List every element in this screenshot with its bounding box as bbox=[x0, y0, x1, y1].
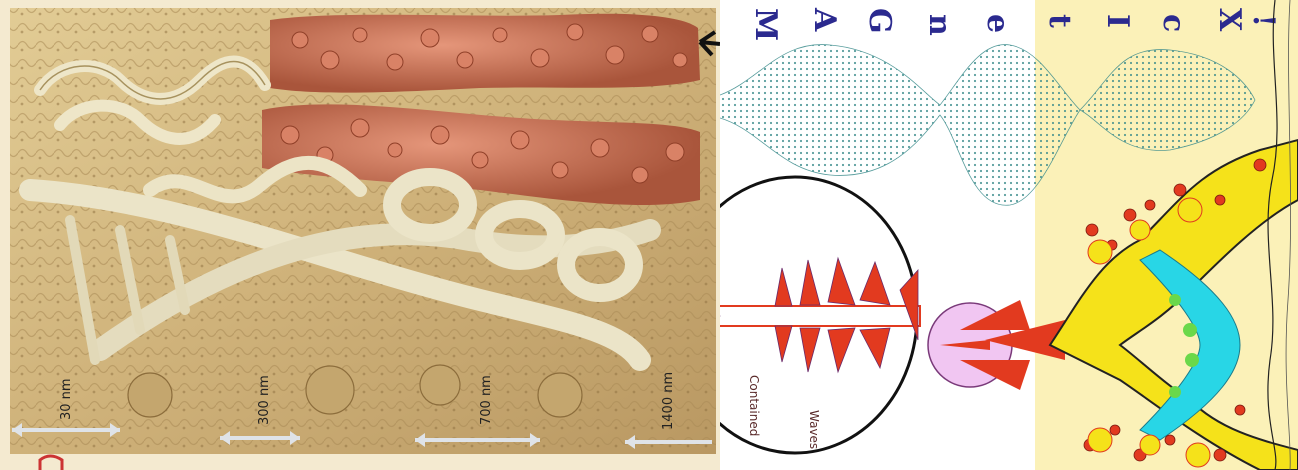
scale-label-30nm: 30 nm bbox=[59, 378, 74, 420]
title-letter-1: M bbox=[748, 8, 783, 41]
title-letter-3: G bbox=[862, 8, 897, 34]
wave-diagram-panel: M A G n e t I c X ! bbox=[720, 0, 1298, 470]
scale-label-700nm: 700 nm bbox=[479, 375, 494, 425]
title-letter-9: X bbox=[1212, 8, 1247, 32]
chromosome-body-top bbox=[270, 14, 700, 93]
inset-label-waves: Waves bbox=[807, 410, 821, 449]
title-letter-2: A bbox=[807, 7, 842, 32]
scale-label-300nm: 300 nm bbox=[257, 375, 272, 425]
title-letter-7: I bbox=[1100, 14, 1135, 28]
scale-label-1400nm: 1400 nm bbox=[661, 372, 676, 430]
title-letter-4: n bbox=[922, 14, 957, 36]
title-letter-6: t bbox=[1042, 14, 1077, 28]
title-letter-8: c bbox=[1156, 14, 1191, 32]
chromatin-sculpture: 30 nm 300 nm 700 nm 1400 nm bbox=[0, 0, 720, 470]
title-letter-5: e bbox=[980, 14, 1015, 33]
inset-label-contained: Contained bbox=[747, 375, 761, 436]
title-letter-10: ! bbox=[1246, 14, 1281, 27]
